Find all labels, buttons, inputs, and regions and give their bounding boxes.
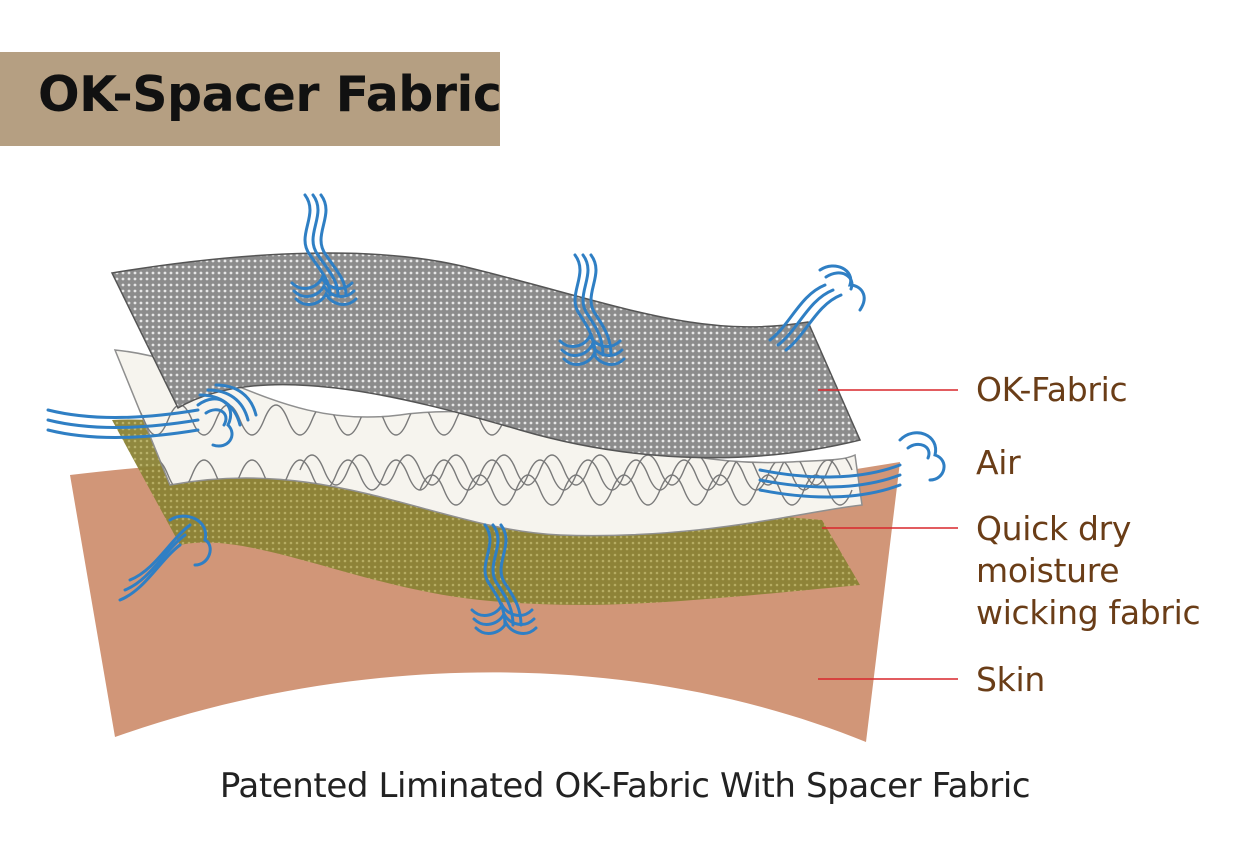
- label-air: Air: [976, 443, 1021, 482]
- leader-lines: [818, 389, 958, 680]
- label-quick-dry: Quick dry moisture wicking fabric: [976, 508, 1201, 634]
- air-flow-icons: [46, 193, 946, 635]
- label-ok-fabric: OK-Fabric: [976, 370, 1128, 409]
- label-quick-dry-line1: Quick dry: [976, 509, 1132, 548]
- label-quick-dry-line3: wicking fabric: [976, 593, 1201, 632]
- ok-fabric-layer: [110, 252, 862, 459]
- diagram-caption: Patented Liminated OK-Fabric With Spacer…: [219, 766, 1031, 806]
- label-quick-dry-line2: moisture: [976, 551, 1120, 590]
- air-flow-icon: [46, 397, 234, 448]
- air-flow-icon: [768, 264, 866, 352]
- air-flow-icon: [758, 431, 946, 499]
- air-flow-icon: [470, 523, 538, 635]
- air-flow-icon: [290, 193, 358, 306]
- diagram-title: OK-Spacer Fabric: [38, 66, 502, 123]
- label-skin: Skin: [976, 660, 1045, 699]
- air-flow-icon: [198, 383, 258, 427]
- title-banner: OK-Spacer Fabric: [0, 52, 502, 146]
- air-flow-icon: [118, 514, 212, 602]
- spacer-air-layer: [113, 349, 863, 537]
- air-flow-icon: [558, 253, 626, 366]
